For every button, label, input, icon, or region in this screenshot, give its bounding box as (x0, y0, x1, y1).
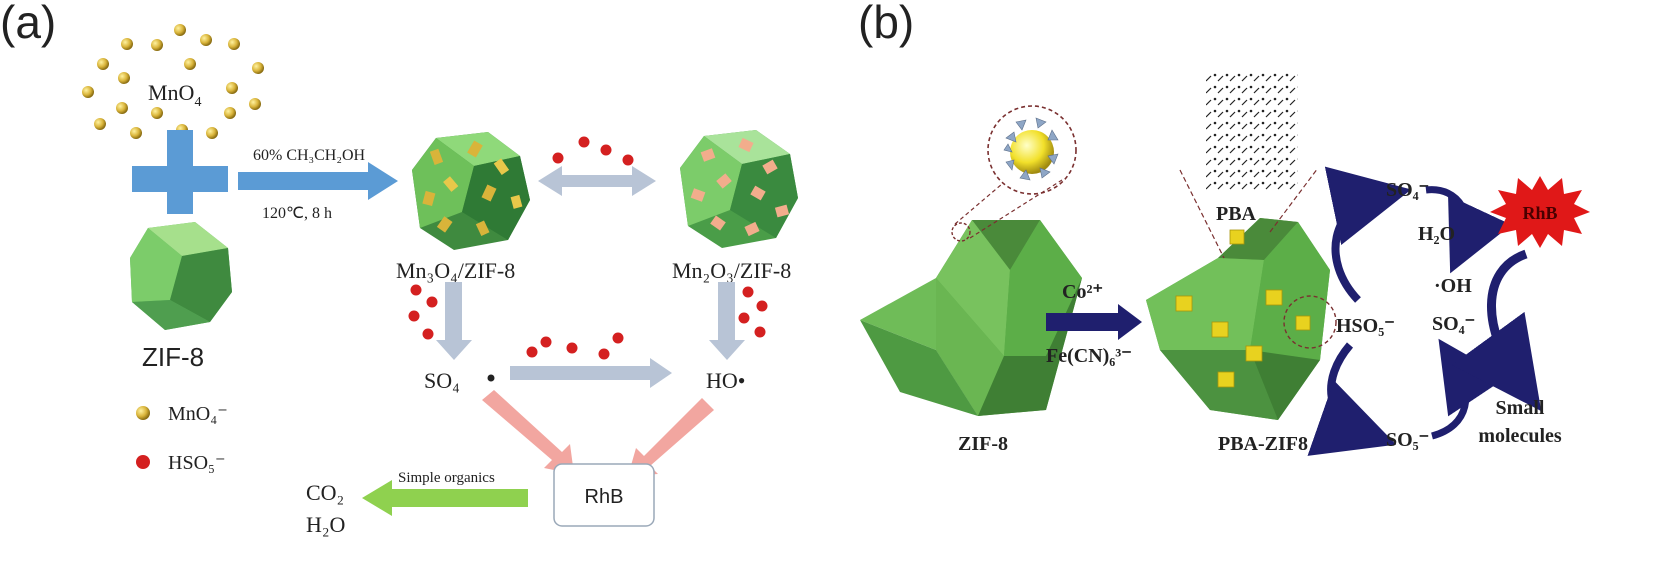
h2o-label-b: H₂O (1418, 223, 1455, 245)
zif8-label-b: ZIF-8 (958, 433, 1008, 455)
mn3o4-zif8-crystal (412, 132, 530, 250)
simple-organics-label: Simple organics (398, 470, 495, 486)
legend-hso5-label: HSO₅⁻ (168, 452, 226, 474)
so5-label: SO₅⁻ (1386, 429, 1429, 451)
so4-to-rhb-arrow (482, 390, 574, 474)
legend-hso5-marker (136, 455, 150, 469)
rhb-starburst (1490, 176, 1590, 248)
plus-icon (132, 130, 228, 214)
molecules-label: molecules (1478, 425, 1562, 447)
synthesis-arrow (238, 162, 398, 200)
so4-radical-label: SO₄ (424, 368, 460, 393)
co-label: Co²⁺ (1062, 281, 1103, 303)
legend-mno4-label: MnO₄⁻ (168, 403, 228, 425)
hso5-to-so5-arrow (1307, 342, 1397, 456)
rhb-degradation-arrow (1451, 249, 1542, 412)
radical-dot (487, 374, 495, 382)
down-arrow-left (436, 282, 472, 360)
hso5-dots-left (408, 284, 438, 340)
pba-zif8-crystal (1146, 218, 1330, 420)
zoom-circle (987, 105, 1077, 195)
zif8-label-a: ZIF-8 (142, 342, 204, 372)
co2-label: CO₂ (306, 480, 344, 505)
zif8-large-crystal (860, 220, 1082, 416)
hso5-label: HSO₅⁻ (1336, 315, 1395, 337)
zif-shell-tetrahedra (1003, 117, 1059, 181)
so4-to-ho-arrow (510, 358, 672, 388)
nanoparticle-core (1010, 130, 1054, 174)
small-label: Small (1496, 397, 1545, 419)
h2o-label-a: H₂O (306, 512, 345, 537)
ho-to-rhb-arrow (628, 398, 714, 476)
panel-b-label: (b) (858, 0, 914, 48)
mn2o3-zif8-label: Mn₂O₃/ZIF-8 (672, 258, 791, 283)
hso5-to-so4-arrow (1324, 166, 1412, 303)
reversible-arrow (538, 166, 656, 196)
condition-label: 120℃, 8 h (262, 205, 332, 222)
pba-label: PBA (1216, 203, 1257, 225)
mn2o3-zif8-crystal (680, 130, 798, 248)
hso5-dots-top (552, 136, 634, 166)
rhb-label-b: RhB (1522, 203, 1557, 223)
solvent-label: 60% CH₃CH₂OH (253, 147, 365, 164)
so4-to-h2o-arrow (1425, 186, 1512, 274)
mno4-particle-cloud (82, 24, 264, 139)
pba-cubes (1175, 229, 1311, 388)
so4-top-label: SO₄⁻ (1386, 179, 1429, 201)
zoom-source-circle (951, 222, 971, 242)
pba-lattice (1206, 72, 1298, 190)
so5-to-radicals-arrow (1430, 338, 1507, 440)
ho-radical-label: HO• (706, 368, 745, 393)
down-arrow-right (709, 282, 745, 360)
active-site-circle (1283, 295, 1337, 349)
legend: MnO₄⁻ HSO₅⁻ (136, 403, 228, 474)
degradation-arrow (362, 480, 528, 516)
so4-mid-label: SO₄⁻ (1432, 313, 1475, 335)
legend-mno4-marker (136, 406, 150, 420)
hso5-dots-right (738, 286, 768, 338)
panel-b: (b) ZIF-8 (858, 0, 1590, 456)
panel-a-label: (a) (0, 0, 56, 48)
mno4-cloud-label: MnO4 (148, 80, 201, 110)
mn3o4-zif8-label: Mn₃O₄/ZIF-8 (396, 258, 515, 283)
rhb-box (553, 463, 655, 527)
pba-zif8-label: PBA-ZIF8 (1218, 433, 1308, 455)
zif8-crystal (130, 222, 232, 330)
fecn-label: Fe(CN)₆³⁻ (1046, 345, 1132, 367)
oh-label: ·OH (1434, 275, 1472, 297)
panel-a: (a) MnO4 (0, 0, 798, 537)
synthesis-arrow-b (1046, 304, 1142, 340)
rhb-label-a: RhB (585, 486, 624, 508)
hso5-dots-middle (526, 332, 624, 360)
